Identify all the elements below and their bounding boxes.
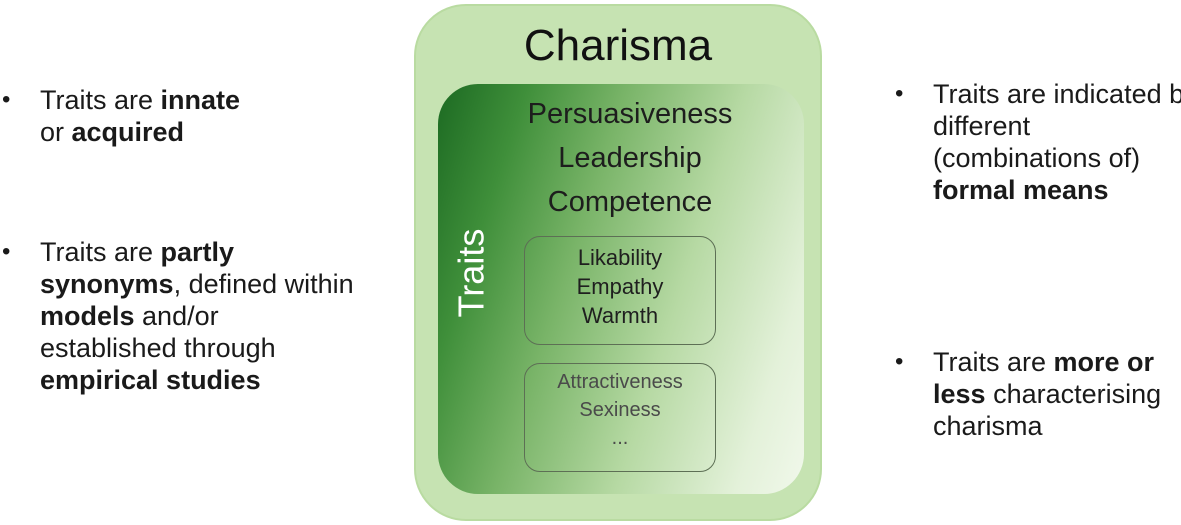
right-bullet-2: Traits are more or less characterising c… (893, 346, 1181, 442)
traits-side-label: Traits (450, 228, 492, 318)
trait-item: Attractiveness (557, 371, 683, 393)
primary-traits-list: Persuasiveness Leadership Competence (470, 92, 790, 224)
bullet-text: or (40, 117, 72, 147)
bullet-bold: formal means (933, 175, 1109, 205)
left-bullet-2: Traits are partly synonyms, defined with… (0, 236, 360, 396)
trait-item: Leadership (558, 142, 702, 174)
bullet-text: Traits are indicated by different (combi… (933, 79, 1181, 173)
trait-item: ... (611, 427, 629, 449)
bullet-text: characterising charisma (933, 379, 1162, 441)
bullet-bold: empirical studies (40, 365, 261, 395)
bullet-text: Traits are (933, 347, 1054, 377)
trait-item: Sexiness (579, 399, 661, 421)
diagram-title: Charisma (523, 21, 713, 70)
bullet-bold: models (40, 301, 135, 331)
bullet-bold: acquired (71, 117, 185, 147)
traits-inner-box (438, 84, 804, 494)
traits-subgroup-box-2: Attractiveness Sexiness ... (524, 363, 716, 472)
trait-item: Likability (577, 245, 663, 270)
trait-item: Warmth (581, 303, 659, 328)
bullet-bold: more or less (933, 347, 1155, 409)
trait-item: Persuasiveness (527, 98, 733, 130)
right-bullet-1: Traits are indicated by different (combi… (893, 78, 1181, 206)
bullet-text: and/or established through (40, 301, 276, 363)
trait-item: Empathy (576, 274, 664, 299)
bullet-text: Traits are (40, 237, 161, 267)
left-bullet-1: Traits are innate or acquired (0, 84, 360, 148)
trait-item: Competence (547, 186, 713, 218)
bullet-text: , defined within (173, 269, 354, 299)
bullet-bold: innate (160, 85, 241, 115)
traits-side-label-wrap: Traits (441, 218, 501, 328)
bullet-bold: partly synonyms (40, 237, 235, 299)
bullet-text: Traits are (40, 85, 161, 115)
traits-subgroup-box-1: Likability Empathy Warmth (524, 236, 716, 345)
